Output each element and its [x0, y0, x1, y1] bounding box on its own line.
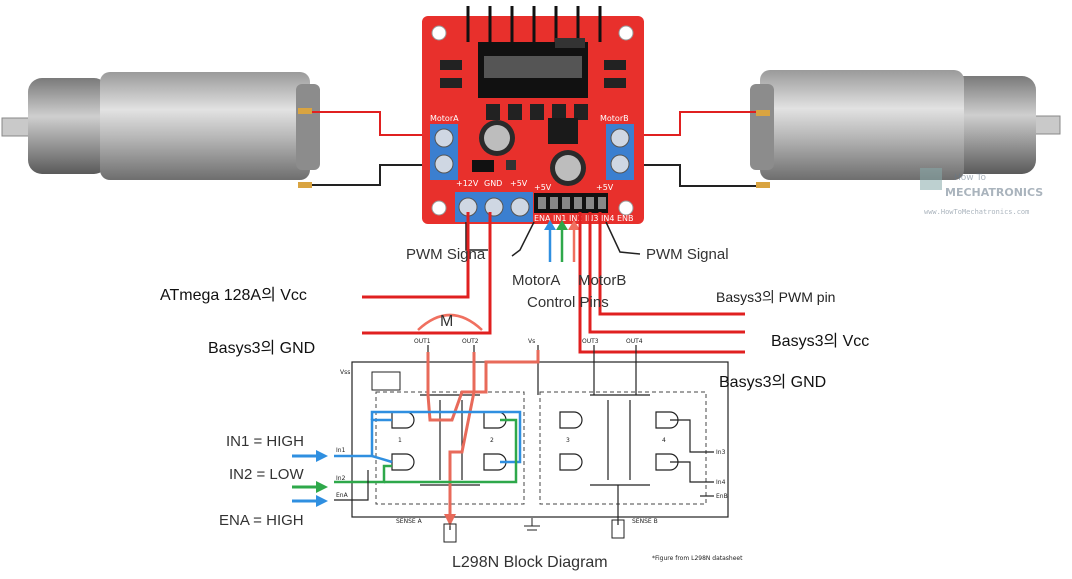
left-motor-endcap [296, 84, 320, 170]
left-motor-terminal-top [298, 108, 312, 114]
basys-vcc-label: Basys3의 Vcc [771, 333, 870, 350]
watermark-line2: MECHATRONICS [945, 186, 1043, 199]
right-motor-body [760, 70, 964, 180]
heatsink [466, 6, 602, 98]
pwm-signal-left-label: PWM Signa [406, 246, 486, 263]
bd-in1: In1 [336, 447, 346, 454]
in2-low-label: IN2 = LOW [229, 466, 304, 483]
board-gnd-label: GND [484, 179, 502, 188]
bd-bridge-num-3: 3 [566, 437, 570, 444]
bd-in1-line [334, 410, 522, 464]
bd-current-path [426, 350, 540, 520]
atmega-vcc-label: ATmega 128A의 Vcc [160, 287, 307, 304]
bd-ena: EnA [336, 492, 349, 499]
motor-wires [312, 111, 756, 187]
bd-bridge-num-2: 2 [490, 437, 494, 444]
pwm-signal-right-label: PWM Signal [646, 246, 729, 263]
motor-a-terminal [430, 124, 458, 180]
control-header [534, 193, 608, 213]
control-pins-label: Control Pins [527, 294, 609, 311]
resistor-1 [440, 60, 462, 70]
board-12v-label: +12V [456, 179, 479, 188]
mount-hole-br [618, 200, 634, 216]
motor-a-control-label: MotorA [512, 272, 561, 289]
bd-out3: OUT3 [582, 338, 599, 345]
bd-in4: In4 [716, 479, 726, 486]
bd-sense-resistor-b [611, 519, 625, 539]
in1-high-label: IN1 = HIGH [226, 433, 304, 450]
bd-bridge-a [375, 391, 525, 505]
resistor-3 [604, 60, 626, 70]
red-connection-wires [362, 212, 745, 354]
m-letter-label: M [440, 313, 454, 330]
motor-b-control-label: MotorB [578, 272, 627, 289]
board-5v-left-label: +5V [534, 183, 552, 192]
right-motor-endcap [750, 84, 774, 170]
voltage-regulator [548, 118, 578, 144]
basys-gnd-left-label: Basys3의 GND [208, 340, 316, 357]
bd-sense-resistor-a [443, 523, 457, 543]
bd-bridge-b [539, 391, 707, 505]
watermark: How To MECHATRONICS www.HowToMechatronic… [920, 168, 1043, 216]
basys-gnd-right-label: Basys3의 GND [719, 374, 827, 391]
bd-vref-box [371, 371, 401, 391]
block-diagram-title: L298N Block Diagram [452, 554, 608, 571]
bd-out1: OUT1 [414, 338, 431, 345]
board-5v-label: +5V [510, 179, 528, 188]
l298n-board: MotorA MotorB +12V GND +5V +5V +5V ENA I… [422, 6, 644, 224]
watermark-url: www.HowToMechatronics.com [924, 208, 1029, 216]
callout-lines [465, 221, 641, 257]
left-motor-terminal-bottom [298, 182, 312, 188]
bd-enb: EnB [716, 493, 728, 500]
bd-out4: OUT4 [626, 338, 643, 345]
right-motor-terminal-bottom [756, 182, 770, 188]
left-motor-shaft [1, 117, 31, 137]
bd-out2: OUT2 [462, 338, 479, 345]
left-motor-body [100, 72, 310, 180]
bd-in3: In3 [716, 449, 726, 456]
bd-sense-b: SENSE B [632, 518, 658, 525]
bd-in2: In2 [336, 475, 346, 482]
left-motor-gearbox [28, 78, 108, 174]
bd-input-arrows [292, 450, 328, 507]
right-motor-terminal-top [756, 110, 770, 116]
basys-pwm-label: Basys3의 PWM pin [716, 289, 836, 305]
bd-vss: Vss [340, 369, 350, 376]
right-motor [750, 70, 1061, 188]
ena-high-label: ENA = HIGH [219, 512, 304, 529]
board-5v-right-label: +5V [596, 183, 614, 192]
board-header-pins-label: ENA IN1 IN2 IN3 IN4 ENB [534, 214, 634, 223]
board-motor-a-label: MotorA [430, 114, 459, 123]
bd-vs: Vs [528, 338, 535, 345]
bd-in2-line [334, 418, 518, 484]
right-motor-gearbox [950, 76, 1036, 174]
bd-ground-icon [524, 518, 540, 531]
m-arc [417, 313, 483, 331]
jumper [472, 160, 494, 172]
bd-sense-a: SENSE A [396, 518, 423, 525]
bd-bridge-num-4: 4 [662, 437, 666, 444]
resistor-2 [440, 78, 462, 88]
resistor-4 [604, 78, 626, 88]
mount-hole-bl [431, 200, 447, 216]
bd-frame [351, 361, 729, 518]
motor-b-terminal [606, 124, 634, 180]
control-arrows [544, 220, 580, 262]
left-motor [1, 72, 320, 188]
watermark-logo-icon [920, 168, 942, 190]
mount-hole-tl [431, 25, 447, 41]
bd-footnote: *Figure from L298N datasheet [652, 555, 743, 562]
board-motor-b-label: MotorB [600, 114, 629, 123]
bd-bridge-num-1: 1 [398, 437, 402, 444]
mount-hole-tr [618, 25, 634, 41]
watermark-line1: How To [954, 173, 986, 183]
block-diagram: OUT1 OUT2 OUT3 OUT4 Vs Vss In1 In2 EnA I… [292, 338, 743, 562]
power-terminal [455, 192, 533, 222]
